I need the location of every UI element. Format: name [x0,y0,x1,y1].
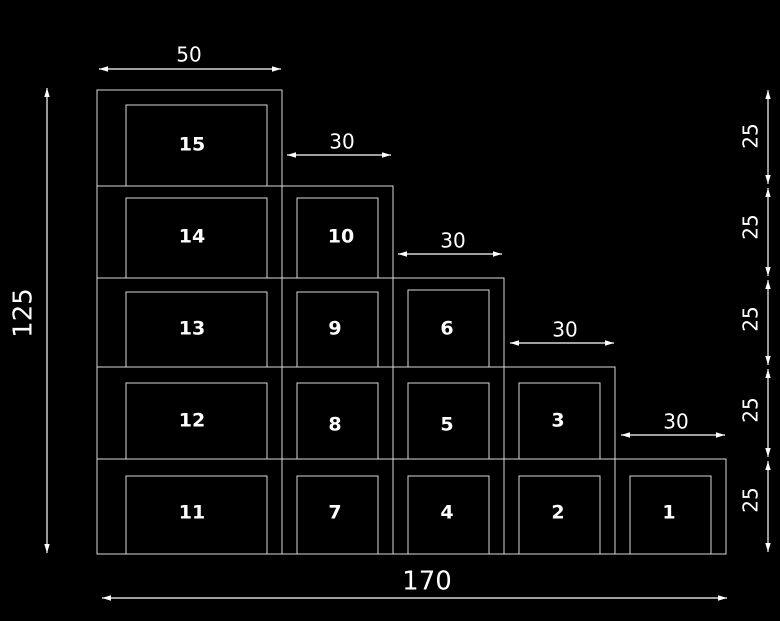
cell-8: 8 [281,366,394,460]
dimension-label: 25 [739,123,763,148]
dimension-step-2: 30 [398,229,502,257]
cell-7: 7 [281,458,394,555]
cell-label: 10 [328,226,354,248]
dimension-step-1: 30 [287,130,391,158]
cell-label: 5 [440,414,453,436]
dimension-label: 25 [739,487,763,512]
cell-label: 4 [440,502,453,524]
cell-6: 6 [392,277,505,368]
dimension-label: 50 [176,43,201,67]
cell-label: 3 [551,410,564,432]
dimension-row-heights: 25 25 25 25 25 [739,90,771,552]
dimension-label: 25 [739,397,763,422]
dimension-label: 125 [9,288,39,338]
cell-label: 7 [328,502,341,524]
cell-3: 3 [503,366,616,460]
cell-13: 13 [96,277,283,368]
cell-1: 1 [614,458,727,555]
cell-label: 1 [662,502,675,524]
dimension-total-height: 125 [9,88,50,553]
cell-label: 6 [440,318,453,340]
cell-15: 15 [96,89,283,187]
cell-label: 14 [179,226,205,248]
dimension-step-3: 30 [510,318,614,346]
dimension-label: 25 [739,306,763,331]
cell-label: 13 [179,318,205,340]
cell-14: 14 [96,185,283,279]
dimension-total-width: 170 [102,567,727,601]
dimension-label: 25 [739,214,763,239]
dimension-label: 30 [552,318,577,342]
dimension-label: 30 [440,229,465,253]
dimension-label: 30 [663,410,688,434]
cell-label: 9 [328,318,341,340]
cell-5: 5 [392,366,505,460]
cell-label: 8 [328,414,341,436]
dimension-step-4: 30 [621,410,725,438]
dimension-top-width: 50 [99,43,281,72]
cell-9: 9 [281,277,394,368]
cell-label: 15 [179,134,205,156]
cell-2: 2 [503,458,616,555]
dimension-label: 30 [329,130,354,154]
cell-label: 11 [179,502,205,524]
cell-10: 10 [281,185,394,279]
cell-4: 4 [392,458,505,555]
cell-label: 12 [179,410,205,432]
dimension-label: 170 [402,567,452,597]
cell-label: 2 [551,502,564,524]
cell-12: 12 [96,366,283,460]
cell-11: 11 [96,458,283,555]
